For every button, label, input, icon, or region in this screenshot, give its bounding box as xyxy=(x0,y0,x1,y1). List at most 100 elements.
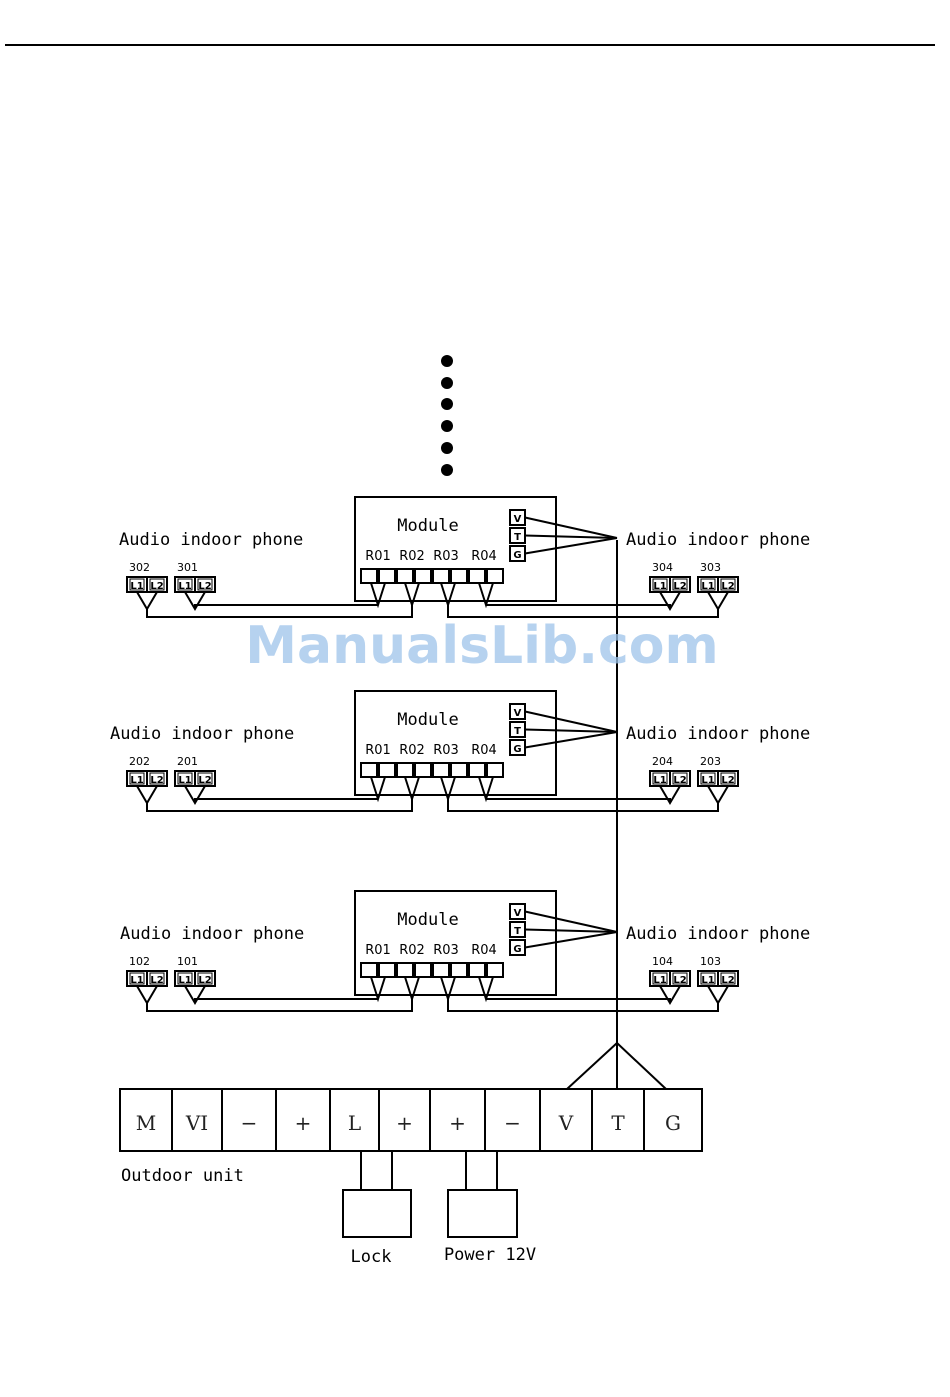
outdoor-terminal-label: − xyxy=(504,1111,521,1135)
terminal-label-l2: L2 xyxy=(150,775,163,786)
continuation-dot xyxy=(441,398,453,410)
unit-number-label: 102 xyxy=(129,955,150,968)
module-title: Module xyxy=(397,516,458,536)
outdoor-terminal-cell xyxy=(119,1088,173,1152)
phone-wire-v xyxy=(707,785,729,805)
unit-number-label: 301 xyxy=(177,561,198,574)
vtg-label-g: G xyxy=(513,744,521,755)
outdoor-terminal-cell xyxy=(171,1088,223,1152)
terminal-label-l1: L1 xyxy=(178,975,191,986)
module-terminal xyxy=(360,568,378,584)
terminal-box-l1 xyxy=(652,972,668,985)
outdoor-terminal-cell xyxy=(591,1088,645,1152)
relay-label-r04: R04 xyxy=(471,943,497,958)
relay-label-r03: R03 xyxy=(433,743,459,758)
outdoor-terminal-label: T xyxy=(611,1111,625,1135)
terminal-label-l2: L2 xyxy=(721,581,734,592)
module-terminal xyxy=(360,762,378,778)
outdoor-terminal-label: VI xyxy=(185,1111,208,1135)
terminal-label-l1: L1 xyxy=(653,975,666,986)
terminal-box-l1 xyxy=(652,578,668,591)
terminal-box-l1 xyxy=(129,772,145,785)
vtg-bus-wire xyxy=(524,910,618,933)
right-bus-wire-outer xyxy=(447,999,719,1012)
relay-label-r02: R02 xyxy=(399,743,425,758)
left-phone-label: Audio indoor phone xyxy=(120,924,304,944)
left-phone-label: Audio indoor phone xyxy=(119,530,303,550)
header-rule xyxy=(5,44,935,46)
terminal-box-l2 xyxy=(197,578,213,591)
terminal-box-l2 xyxy=(149,972,165,985)
module-terminal xyxy=(414,762,432,778)
module-terminal xyxy=(468,568,486,584)
module-terminal xyxy=(450,568,468,584)
terminal-box-l1 xyxy=(700,972,716,985)
outdoor-terminal-label: M xyxy=(136,1111,156,1135)
terminal-label-l2: L2 xyxy=(673,775,686,786)
right-phone-label: Audio indoor phone xyxy=(626,530,810,550)
vtg-bus-wire xyxy=(524,516,618,539)
terminal-label-l2: L2 xyxy=(198,581,211,592)
terminal-box-l1 xyxy=(700,772,716,785)
vtg-label-g: G xyxy=(513,550,521,561)
module-terminal xyxy=(396,762,414,778)
module-terminal xyxy=(468,762,486,778)
left-phone-label: Audio indoor phone xyxy=(110,724,294,744)
terminal-label-l1: L1 xyxy=(653,581,666,592)
left-bus-wire-inner xyxy=(194,604,378,609)
module-terminal xyxy=(378,962,396,978)
vtg-bus-wire xyxy=(524,728,618,733)
unit-number-label: 204 xyxy=(652,755,673,768)
outdoor-terminal-label: + xyxy=(295,1111,312,1135)
terminal-box-l2 xyxy=(197,972,213,985)
module-terminal xyxy=(468,962,486,978)
left-bus-wire-inner xyxy=(194,798,378,803)
relay-label-r03: R03 xyxy=(433,549,459,564)
terminal-box-l1 xyxy=(129,972,145,985)
power-box xyxy=(447,1189,518,1238)
relay-label-r03: R03 xyxy=(433,943,459,958)
outdoor-terminal-label: L xyxy=(348,1111,361,1135)
phone-wire-v xyxy=(136,985,158,1005)
right-bus-wire-outer xyxy=(447,605,719,618)
power-label: Power 12V xyxy=(444,1245,536,1265)
terminal-label-l2: L2 xyxy=(673,581,686,592)
relay-label-r04: R04 xyxy=(471,743,497,758)
relay-label-r04: R04 xyxy=(471,549,497,564)
outdoor-terminal-cell xyxy=(275,1088,331,1152)
unit-number-label: 202 xyxy=(129,755,150,768)
terminal-box-l1 xyxy=(129,578,145,591)
terminal-box-l1 xyxy=(700,578,716,591)
terminal-label-l2: L2 xyxy=(198,775,211,786)
right-bus-wire-inner xyxy=(486,604,671,609)
outdoor-terminal-label: V xyxy=(558,1111,574,1135)
terminal-label-l2: L2 xyxy=(150,581,163,592)
outdoor-terminal-cell xyxy=(539,1088,593,1152)
unit-number-label: 303 xyxy=(700,561,721,574)
module-title: Module xyxy=(397,910,458,930)
vtg-label-t: T xyxy=(514,726,521,737)
continuation-dot xyxy=(441,420,453,432)
terminal-box-l2 xyxy=(197,772,213,785)
unit-number-label: 103 xyxy=(700,955,721,968)
left-bus-wire-outer xyxy=(146,799,413,812)
unit-number-label: 104 xyxy=(652,955,673,968)
phone-wire-v xyxy=(136,591,158,611)
outdoor-terminal-label: + xyxy=(396,1111,413,1135)
module-terminal xyxy=(378,568,396,584)
right-phone-label: Audio indoor phone xyxy=(626,924,810,944)
unit-number-label: 201 xyxy=(177,755,198,768)
terminal-box-l2 xyxy=(149,772,165,785)
module-terminal xyxy=(396,568,414,584)
